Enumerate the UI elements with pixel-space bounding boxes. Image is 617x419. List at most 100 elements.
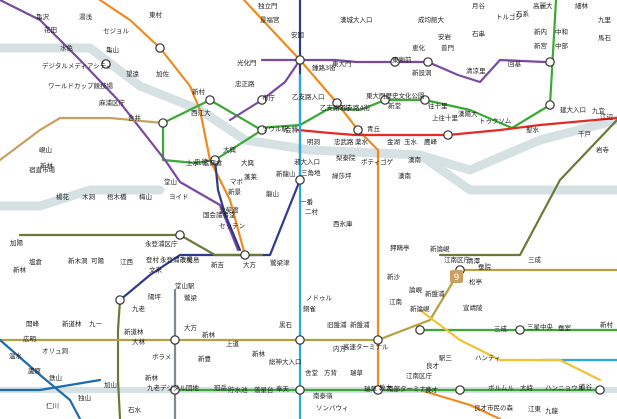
station-label: 黒石 <box>279 321 293 329</box>
station-label: ヨイド <box>169 193 189 201</box>
station-label: 独立門 <box>258 1 278 10</box>
line-yellow <box>418 308 602 382</box>
station-label: 広明 <box>23 334 37 343</box>
station-label: 大林 <box>132 337 146 346</box>
station-label: 銅雀 <box>303 304 317 313</box>
station-label: 塩倉 <box>29 257 43 266</box>
interchange-marker <box>257 95 267 105</box>
interchange-marker <box>373 335 383 345</box>
station-label: 花田 <box>44 25 57 34</box>
interchange-marker <box>295 175 305 185</box>
station-label: 木洞 <box>82 192 96 201</box>
station-label: 加山 <box>104 380 117 389</box>
station-label: 九龍 <box>545 406 559 415</box>
station-label: 新林 <box>252 349 266 358</box>
station-label: 陽坪 <box>148 292 162 301</box>
line-green-ring-north <box>161 0 558 130</box>
station-label: ハンニョウル <box>545 384 585 392</box>
station-label: 方背 <box>324 368 338 377</box>
station-label: 新道林 <box>62 319 82 328</box>
station-label: 新吉 <box>211 260 225 269</box>
interchange-marker <box>373 385 383 395</box>
station-label: 高麗大 <box>533 1 553 10</box>
station-label: 新豊 <box>198 354 212 363</box>
station-label: 石系 <box>516 9 530 18</box>
station-label: デジタルメディアシティ <box>42 61 112 70</box>
station-label: 新論峴 <box>410 304 430 313</box>
station-label: 温水 <box>9 351 23 360</box>
station-label: 龍山 <box>266 189 279 198</box>
station-label: 独山 <box>78 393 91 402</box>
station-label: 九老デジタル団地 <box>147 383 199 392</box>
station-label: 舎堂 <box>305 368 319 377</box>
station-label: 梨泰院 <box>336 153 356 162</box>
station-label: 安岩 <box>438 32 452 41</box>
station-label: ノドゥル <box>306 294 333 302</box>
station-label: 乙支路入口 <box>292 92 325 101</box>
line-purple-2 <box>260 58 547 84</box>
station-label: 上道 <box>226 339 240 348</box>
station-label: 新宮 <box>534 41 547 50</box>
station-label: オリュ洞 <box>42 346 69 355</box>
station-label: 岩寺 <box>596 145 610 154</box>
station-label: 新木洞 <box>68 256 88 265</box>
station-label: 鉄山 <box>49 373 62 382</box>
station-label: 玉水 <box>404 137 418 146</box>
station-label: 乙支路4街 <box>340 103 371 112</box>
interchange-marker <box>240 250 250 260</box>
station-label: 蘆原 <box>28 366 42 375</box>
station-label: 麻浦区庁 <box>99 98 126 107</box>
station-label: 千戸 <box>578 129 592 138</box>
station-label: 回基 <box>508 59 522 68</box>
station-label: 宣靖陵 <box>463 303 483 312</box>
station-label: 月谷 <box>472 1 486 10</box>
station-label: 新設洞 <box>412 68 432 77</box>
station-label: 九老 <box>132 304 146 313</box>
station-label: 三成 <box>528 255 542 264</box>
station-label: 江南区庁 <box>444 255 471 264</box>
line-badge-label: 9 <box>454 273 460 283</box>
station-label: 馬石 <box>598 34 612 42</box>
station-label: 大方 <box>184 323 198 332</box>
station-label: 蚕院 <box>478 262 492 271</box>
station-label: 開峰 <box>26 319 40 328</box>
station-label: 望遠 <box>126 69 140 78</box>
station-label: 旧盤浦 <box>327 320 347 329</box>
interchange-marker <box>115 295 125 305</box>
station-label: 新論峴 <box>430 244 450 253</box>
station-label: 亀山 <box>106 45 119 54</box>
station-label: 良才 <box>426 361 440 370</box>
station-label: ソンバウィ <box>316 404 349 412</box>
station-label: 落星台 <box>254 385 274 394</box>
station-label: 加陽 <box>10 238 24 247</box>
station-label: 江南 <box>389 297 403 306</box>
station-label: 二村 <box>305 207 319 216</box>
station-label: 江南区庁 <box>406 371 433 380</box>
interchange-marker <box>423 57 433 67</box>
station-label: 聖水 <box>526 125 540 134</box>
interchange-marker <box>295 55 305 65</box>
interchange-marker <box>380 95 390 105</box>
station-label: 淑大入口 <box>294 157 320 166</box>
station-markers <box>101 43 605 395</box>
interchange-marker <box>155 43 165 53</box>
interchange-marker <box>595 385 605 395</box>
station-label: 新林 <box>145 373 159 382</box>
station-label: 仁川 <box>46 401 59 410</box>
line-olive-2 <box>116 298 122 419</box>
station-label: 普門 <box>441 43 454 52</box>
station-label: 新堂 <box>388 101 402 110</box>
station-label: 東大門 <box>332 59 352 68</box>
station-label: 亀沢 <box>36 12 50 21</box>
line-orange-east <box>242 0 380 392</box>
station-label: 忠武路 <box>334 137 354 146</box>
line-purple-3 <box>228 58 302 122</box>
station-label: ソウル駅 <box>262 125 289 133</box>
station-label: 新沙 <box>387 272 401 281</box>
station-label: 乙支路3街 <box>320 103 351 112</box>
interchange-marker <box>415 325 425 335</box>
station-label: 堂山 <box>164 177 177 186</box>
line-orange-north <box>98 0 247 257</box>
